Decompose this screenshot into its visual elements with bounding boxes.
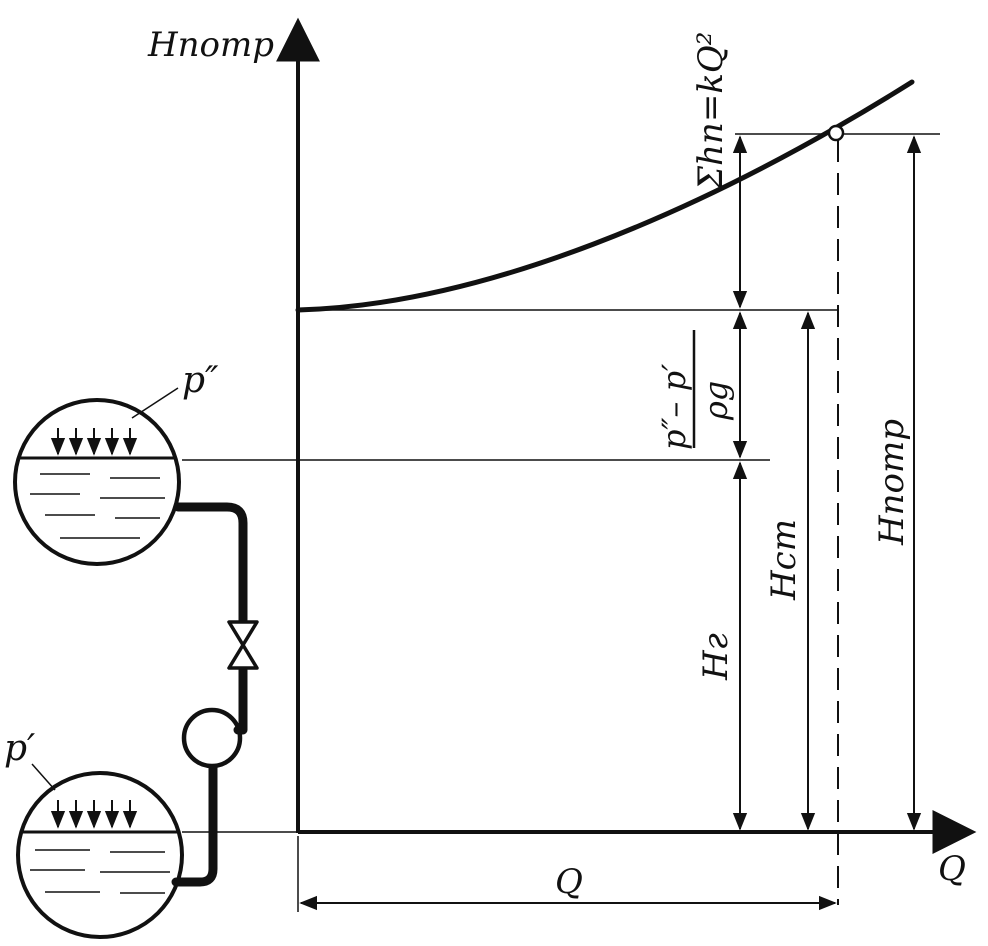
- total-head-label: Нпотр: [872, 419, 912, 546]
- pump-symbol: [181, 707, 243, 769]
- discharge-pipe: [173, 502, 248, 735]
- upper-tank-leader-line: [131, 387, 179, 419]
- upper-tank-pressure-label: p″: [182, 360, 219, 401]
- y-axis-label: Нпотр: [147, 25, 274, 65]
- lower-tank-pressure-label: p′: [4, 728, 35, 769]
- upper-tank-pressure-arrows: [50, 428, 138, 456]
- system-curve: [295, 79, 915, 313]
- discharge-pipe-inner: [176, 505, 245, 732]
- system-curve-label: Σhп=kQ²: [691, 32, 731, 192]
- operating-point: [827, 124, 845, 142]
- suction-pipe-inner: [174, 766, 215, 884]
- static-head-label: Нст: [764, 519, 804, 601]
- x-axis-label: Q: [938, 849, 966, 889]
- geometric-head-label: Нг: [696, 633, 736, 681]
- flow-dimension-label: Q: [555, 862, 583, 902]
- lower-tank-leader-line: [31, 763, 56, 791]
- upper-tank: [13, 398, 181, 566]
- pressure-term-numerator: p″– p′: [655, 363, 693, 450]
- valve-symbol: [227, 620, 259, 670]
- pressure-term-denominator: ρg: [697, 381, 735, 421]
- lower-tank: [16, 771, 184, 939]
- lower-tank-pressure-arrows: [50, 800, 138, 829]
